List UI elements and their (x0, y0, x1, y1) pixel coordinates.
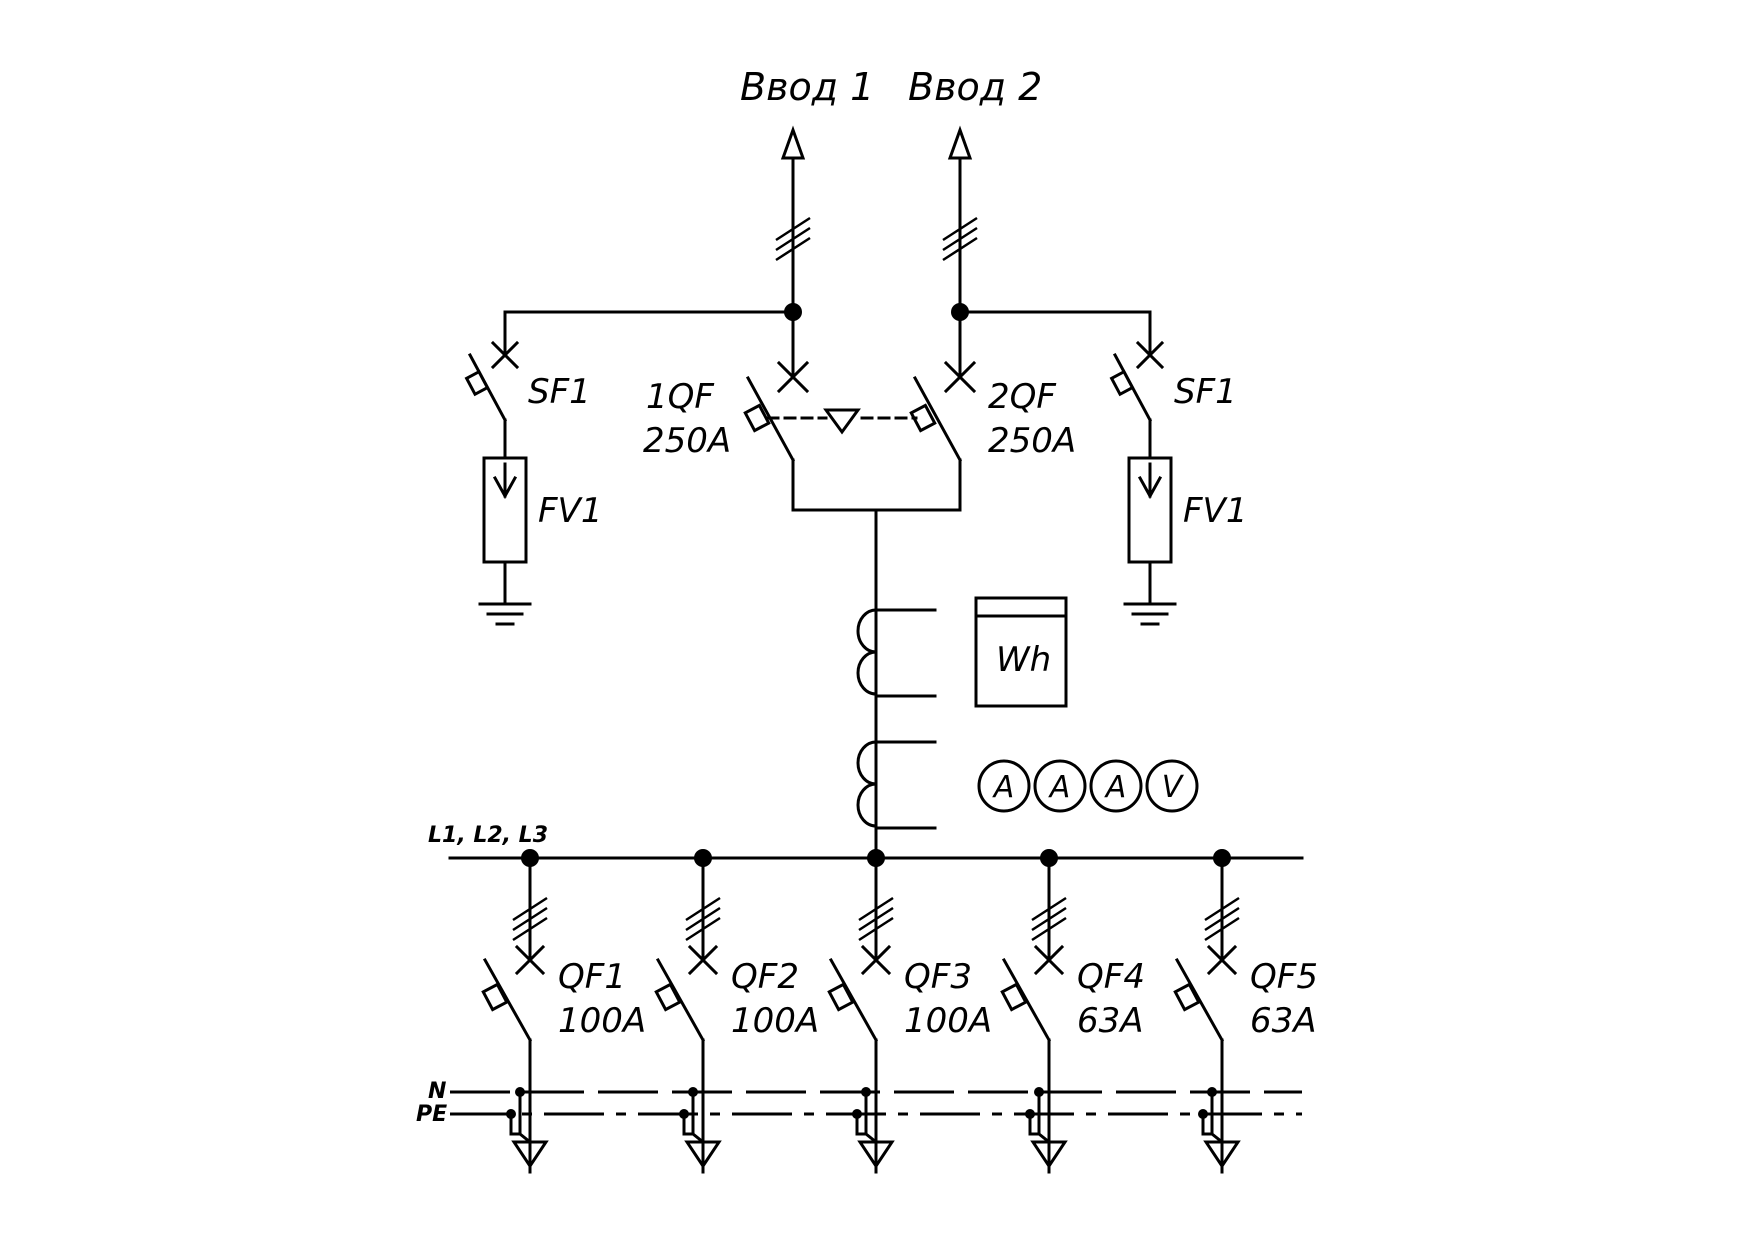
qf2-rating: 100A (731, 1001, 819, 1041)
1qf-rating: 250A (643, 421, 731, 461)
pe-bus-label: PE (416, 1102, 447, 1127)
qf4-contact-icon (1033, 944, 1065, 976)
qf1-output-arrow-icon (511, 1140, 549, 1169)
busbars: L1, L2, L3 N PE (416, 823, 1304, 1127)
ct-metering: Wh A A A V (856, 596, 1199, 830)
ground-left-icon (478, 602, 532, 626)
qf1-blade (482, 957, 533, 1043)
voltmeter: V (1145, 759, 1199, 813)
ammeter-3: A (1089, 759, 1143, 813)
qf4-name: QF4 (1077, 957, 1145, 997)
qf2-three-phase-mark (685, 896, 721, 942)
qf3-contact-icon (860, 944, 892, 976)
neutral-bus-label: N (428, 1079, 446, 1104)
sf1-left-actuator-icon (464, 369, 490, 397)
2qf-contact-icon (943, 360, 977, 394)
qf5-blade (1174, 957, 1225, 1043)
phase-bus-label: L1, L2, L3 (428, 823, 548, 848)
ct-winding-1-icon (856, 608, 878, 696)
input-2: Ввод 2 (908, 65, 1042, 321)
qf1-actuator-icon (481, 982, 509, 1012)
surge-protection-right: SF1 FV1 (958, 310, 1247, 626)
qf5-rating: 63A (1250, 1001, 1317, 1041)
input-1-three-phase-mark (775, 216, 811, 262)
qf3-actuator-icon (827, 982, 855, 1012)
input-2-three-phase-mark (942, 216, 978, 262)
2qf-blade (912, 375, 963, 463)
input-2-label: Ввод 2 (908, 65, 1042, 109)
1qf-actuator-icon (743, 403, 771, 433)
input-1: Ввод 1 (740, 65, 874, 321)
sf1-left-contact-icon (490, 340, 520, 370)
input-1-label: Ввод 1 (740, 65, 874, 109)
ammeter-1-label: A (992, 770, 1015, 805)
qf5-name: QF5 (1250, 957, 1318, 997)
energy-meter: Wh (974, 596, 1068, 708)
interlock-triangle-icon (823, 408, 861, 435)
breaker-2qf: 2QF 250A (909, 310, 1076, 512)
qf5-contact-icon (1206, 944, 1238, 976)
qf1-rating: 100A (558, 1001, 646, 1041)
voltmeter-label: V (1162, 770, 1185, 805)
ammeter-2-label: A (1048, 770, 1071, 805)
sf1-right-actuator-icon (1109, 369, 1135, 397)
sf1-left-label: SF1 (528, 372, 591, 412)
qf4-three-phase-mark (1031, 896, 1067, 942)
fv1-right-label: FV1 (1183, 491, 1247, 531)
qf3-blade (828, 957, 879, 1043)
2qf-name: 2QF (988, 377, 1056, 417)
2qf-rating: 250A (988, 421, 1076, 461)
qf3-name: QF3 (904, 957, 972, 997)
sf1-right-label: SF1 (1174, 372, 1237, 412)
qf2-output-arrow-icon (684, 1140, 722, 1169)
qf4-actuator-icon (1000, 982, 1028, 1012)
qf3-rating: 100A (904, 1001, 992, 1041)
qf2-blade (655, 957, 706, 1043)
ground-right-icon (1123, 602, 1177, 626)
ammeter-2: A (1033, 759, 1087, 813)
qf4-output-arrow-icon (1030, 1140, 1068, 1169)
fv1-left-label: FV1 (538, 491, 602, 531)
2qf-actuator-icon (909, 403, 937, 433)
1qf-contact-icon (776, 360, 810, 394)
qf4-rating: 63A (1077, 1001, 1144, 1041)
ct-winding-2-icon (856, 740, 878, 828)
surge-protection-left: SF1 FV1 (464, 310, 795, 626)
qf1-contact-icon (514, 944, 546, 976)
input-1-arrow-icon (780, 125, 806, 160)
energy-meter-label: Wh (996, 640, 1051, 680)
breaker-1qf: 1QF 250A (643, 310, 810, 512)
qf5-three-phase-mark (1204, 896, 1240, 942)
ammeter-3-label: A (1104, 770, 1127, 805)
fv1-left-arrow-icon (492, 462, 518, 500)
fv1-right-arrow-icon (1137, 462, 1163, 500)
qf3-output-arrow-icon (857, 1140, 895, 1169)
qf3-three-phase-mark (858, 896, 894, 942)
qf2-name: QF2 (731, 957, 799, 997)
1qf-name: 1QF (646, 377, 714, 417)
qf1-three-phase-mark (512, 896, 548, 942)
ammeter-1: A (977, 759, 1031, 813)
qf4-blade (1001, 957, 1052, 1043)
qf2-actuator-icon (654, 982, 682, 1012)
mechanical-interlock (766, 408, 918, 435)
input-2-arrow-icon (947, 125, 973, 160)
qf5-output-arrow-icon (1203, 1140, 1241, 1169)
qf1-name: QF1 (558, 957, 626, 997)
qf5-actuator-icon (1173, 982, 1201, 1012)
sf1-right-contact-icon (1135, 340, 1165, 370)
qf2-contact-icon (687, 944, 719, 976)
